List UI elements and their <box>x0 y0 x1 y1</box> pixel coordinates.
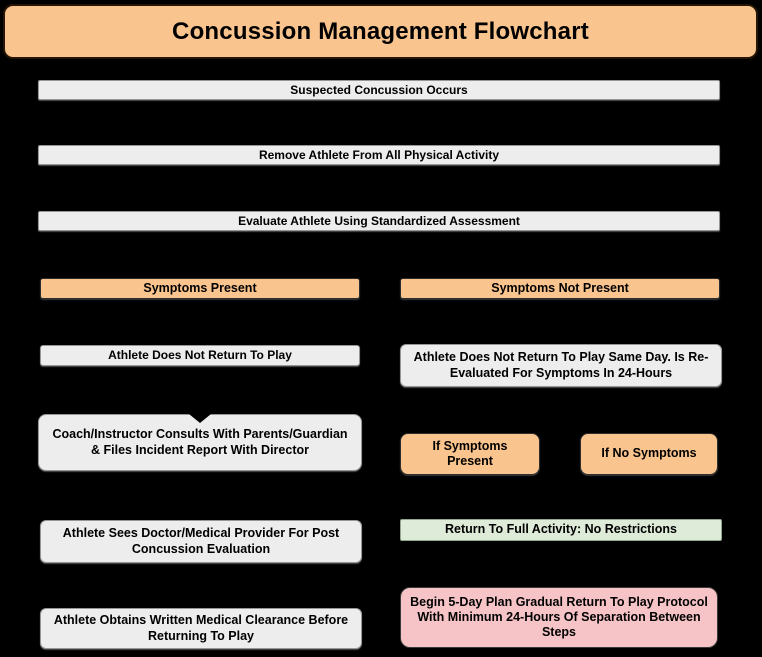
node-symptoms-present: Symptoms Present <box>40 278 360 299</box>
node-symptoms-not-present: Symptoms Not Present <box>400 278 720 299</box>
node-no-return-to-play: Athlete Does Not Return To Play <box>40 345 360 366</box>
node-if-no-symptoms: If No Symptoms <box>580 433 718 475</box>
node-if-symptoms-present: If Symptoms Present <box>400 433 540 475</box>
node-coach-consults-label: Coach/Instructor Consults With Parents/G… <box>52 427 348 457</box>
node-remove-athlete: Remove Athlete From All Physical Activit… <box>38 145 720 165</box>
node-begin-5-day-plan: Begin 5-Day Plan Gradual Return To Play … <box>400 587 718 648</box>
node-no-return-same-day: Athlete Does Not Return To Play Same Day… <box>400 344 722 387</box>
node-suspected-concussion: Suspected Concussion Occurs <box>38 80 720 100</box>
node-athlete-sees-doctor: Athlete Sees Doctor/Medical Provider For… <box>40 520 362 563</box>
flowchart-title: Concussion Management Flowchart <box>3 4 758 59</box>
node-coach-consults: Coach/Instructor Consults With Parents/G… <box>38 414 362 471</box>
node-evaluate-athlete: Evaluate Athlete Using Standardized Asse… <box>38 211 720 231</box>
node-written-clearance: Athlete Obtains Written Medical Clearanc… <box>40 608 362 649</box>
arrow-down-icon <box>189 414 211 423</box>
node-return-full-activity: Return To Full Activity: No Restrictions <box>400 519 722 541</box>
